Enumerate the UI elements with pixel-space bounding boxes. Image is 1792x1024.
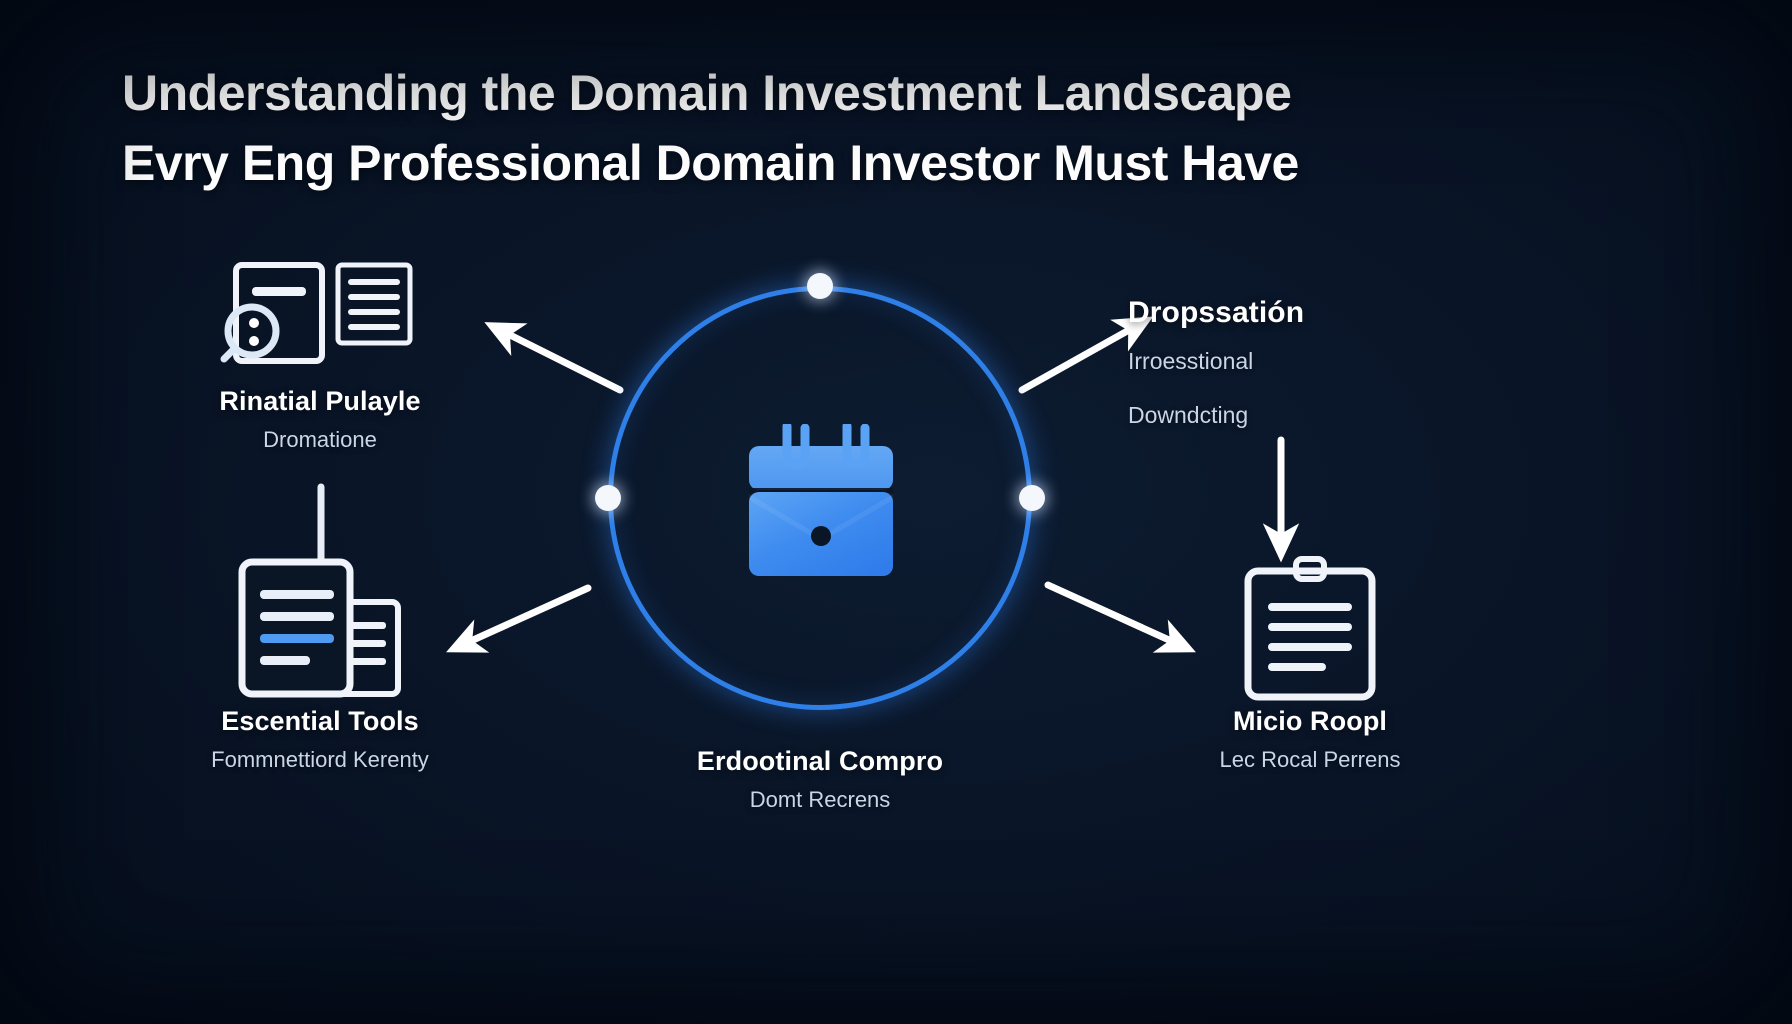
center-ring (595, 273, 1045, 710)
node-top-right-sub-line1: Irroesstional (1128, 348, 1254, 374)
clipboard-icon (1110, 556, 1510, 701)
node-bottom-left-label: Escential Tools (221, 706, 419, 736)
title-line-2: Evry Eng Professional Domain Investor Mu… (122, 135, 1299, 191)
node-bottom-center[interactable]: Erdootinal Compro Domt Recrens (620, 740, 1020, 814)
ring-node-top (807, 273, 833, 299)
node-bottom-center-label: Erdootinal Compro (696, 746, 944, 776)
arrow-to-top-left (484, 322, 624, 394)
node-bottom-right[interactable]: Micio Roopl Lec Rocal Perrens (1110, 556, 1510, 774)
node-bottom-right-label: Micio Roopl (1232, 706, 1388, 736)
node-top-right-label: Dropssatión (1128, 296, 1305, 329)
node-top-left-label: Rinatial Pulayle (219, 386, 421, 416)
page-title: Understanding the Domain Investment Land… (122, 58, 1502, 198)
node-top-left-sub: Dromatione (263, 427, 377, 452)
title-line-1: Understanding the Domain Investment Land… (122, 65, 1292, 121)
node-top-right-sub-line2: Downdcting (1128, 402, 1249, 428)
calendar-icon (745, 421, 897, 580)
ring-node-left (595, 485, 621, 511)
node-bottom-right-sub: Lec Rocal Perrens (1219, 747, 1401, 772)
node-top-right[interactable]: Dropssatión Irroesstional Downdcting (1128, 290, 1528, 438)
documents-stack-icon (130, 558, 510, 700)
node-bottom-left-sub: Fommnettiord Kerenty (211, 747, 429, 772)
node-bottom-center-sub: Domt Recrens (749, 787, 891, 812)
node-top-left[interactable]: Rinatial Pulayle Dromatione (140, 240, 500, 454)
node-bottom-left[interactable]: Escential Tools Fommnettiord Kerenty (130, 558, 510, 774)
ring-node-right (1019, 485, 1045, 511)
document-search-icon (140, 240, 500, 380)
arrow-to-top-right (1018, 316, 1154, 394)
